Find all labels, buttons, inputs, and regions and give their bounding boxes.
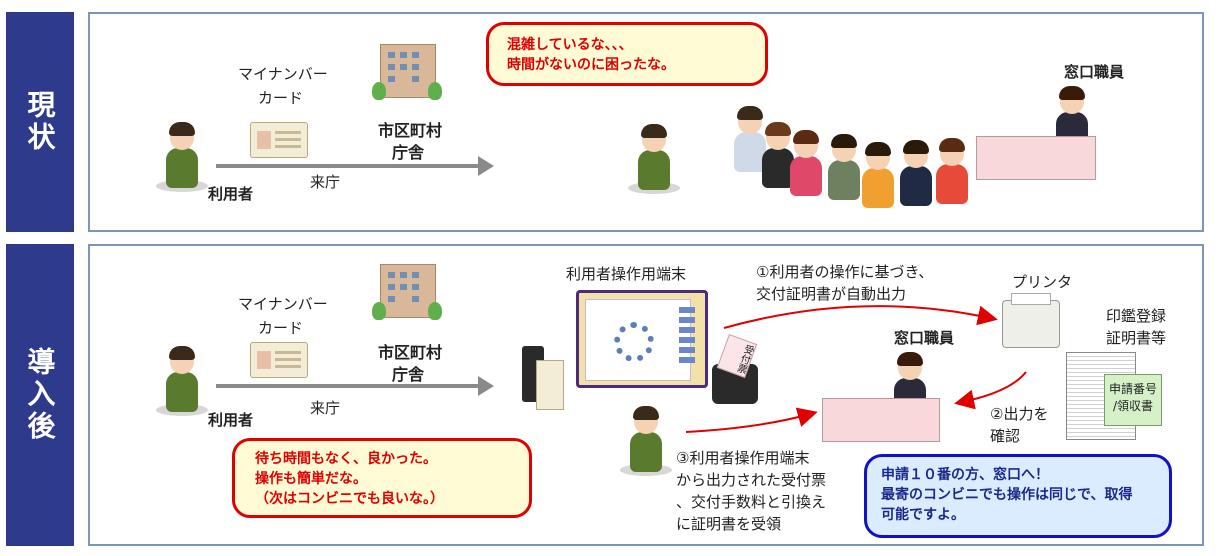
- service-counter-bottom: [822, 398, 940, 442]
- terminal-label: 利用者操作用端末: [566, 265, 687, 283]
- loading-icon: [614, 322, 654, 362]
- step3-line3: 、交付手数料と引換え: [676, 493, 827, 511]
- receive-arrow: [685, 407, 818, 433]
- city-hall-building-icon: [372, 40, 442, 100]
- bubble-satisfied-line1: 待ち時間もなく、良かった。: [255, 451, 437, 467]
- bubble-satisfied-line2: 操作も簡単だな。: [255, 471, 367, 487]
- bubble-crowded-line1: 混雑しているな、、、: [507, 37, 633, 53]
- inserted-card-icon: [536, 360, 564, 410]
- section-current-text: 現状: [23, 90, 57, 154]
- section-label-after: 導入後: [6, 244, 74, 546]
- staff-label-bottom: 窓口職員: [894, 329, 955, 347]
- speech-bubble-crowded: 混雑しているな、、、 時間がないのに困ったな。: [486, 22, 768, 86]
- step1-line1: ①利用者の操作に基づき、: [756, 263, 934, 281]
- step3-line2: から出力された受付票: [676, 471, 827, 489]
- receipt-tag: 申請番号 /領収書: [1104, 374, 1162, 426]
- queue-person-3: [786, 128, 826, 196]
- cert-label-2: 証明書等: [1106, 329, 1167, 347]
- step1-line2: 交付証明書が自動出力: [756, 285, 907, 303]
- section-label-current: 現状: [6, 12, 74, 232]
- queue-person-1: [730, 104, 770, 172]
- visit-label-bottom: 来庁: [310, 399, 341, 417]
- cert-label-1: 印鑑登録: [1106, 307, 1167, 325]
- speech-bubble-satisfied: 待ち時間もなく、良かった。 操作も簡単だな。 （次はコンビニでも良いな。）: [232, 438, 532, 518]
- building-label-bottom-2: 庁舎: [392, 365, 425, 384]
- printer-icon: [1002, 293, 1060, 348]
- service-counter-top: [976, 136, 1096, 180]
- visit-arrow-bottom: [216, 384, 478, 388]
- bubble-staff-line1: 申請１０番の方、窓口へ！: [881, 467, 1049, 483]
- my-number-card-icon-bottom: [250, 342, 308, 378]
- user-label-top: 利用者: [208, 185, 254, 203]
- city-hall-building-icon-bottom: [372, 260, 442, 320]
- section-after-text: 導入後: [23, 347, 57, 443]
- user-figure-bottom: [156, 344, 208, 416]
- card-label-top-1: マイナンバー: [238, 65, 328, 83]
- card-label-bottom-2: カード: [258, 319, 304, 337]
- step3-line1: ③利用者操作用端末: [676, 449, 810, 467]
- step3-line4: に証明書を受領: [676, 515, 782, 533]
- building-label-top-2: 庁舎: [392, 143, 425, 162]
- queue-person-7: [932, 136, 972, 204]
- waiting-user-figure: [628, 122, 680, 194]
- card-label-top-2: カード: [258, 89, 304, 107]
- terminal-display: [585, 299, 691, 381]
- bubble-staff-line2: 最寄のコンビニでも操作は同じで、取得: [881, 487, 1133, 503]
- user-figure-top: [156, 120, 208, 192]
- bubble-crowded-line2: 時間がないのに困ったな。: [507, 57, 675, 73]
- my-number-card-icon: [250, 122, 308, 158]
- building-label-top-1: 市区町村: [378, 121, 443, 140]
- queue-person-6: [896, 138, 936, 206]
- bubble-staff-line3: 可能ですよ。: [881, 507, 965, 523]
- card-label-bottom-1: マイナンバー: [238, 295, 328, 313]
- printer-label: プリンタ: [1012, 273, 1073, 291]
- confirm-arrow: [954, 371, 1027, 410]
- user-terminal-screen: [576, 290, 708, 388]
- queue-person-5: [858, 140, 898, 208]
- visit-label-top: 来庁: [310, 173, 341, 191]
- staff-label-top: 窓口職員: [1064, 63, 1125, 81]
- building-label-bottom-1: 市区町村: [378, 343, 443, 362]
- speech-bubble-staff: 申請１０番の方、窓口へ！ 最寄のコンビニでも操作は同じで、取得 可能ですよ。: [864, 454, 1172, 538]
- terminal-menu-buttons: [679, 307, 695, 367]
- user-label-bottom: 利用者: [208, 411, 254, 429]
- bubble-satisfied-line3: （次はコンビニでも良いな。）: [255, 491, 444, 507]
- visit-arrow-top: [216, 164, 478, 168]
- visit-arrow-head-bottom: [478, 376, 494, 396]
- print-arrow: [723, 305, 998, 329]
- tag-line1: 申請番号: [1108, 382, 1157, 396]
- step2-line1: ②出力を: [990, 405, 1049, 423]
- step2-line2: 確認: [990, 427, 1021, 445]
- queue-person-2: [758, 120, 798, 188]
- tag-line2: /領収書: [1112, 399, 1154, 413]
- visit-arrow-head-top: [478, 156, 494, 176]
- user-at-counter-figure: [620, 404, 672, 476]
- queue-person-4: [824, 132, 864, 200]
